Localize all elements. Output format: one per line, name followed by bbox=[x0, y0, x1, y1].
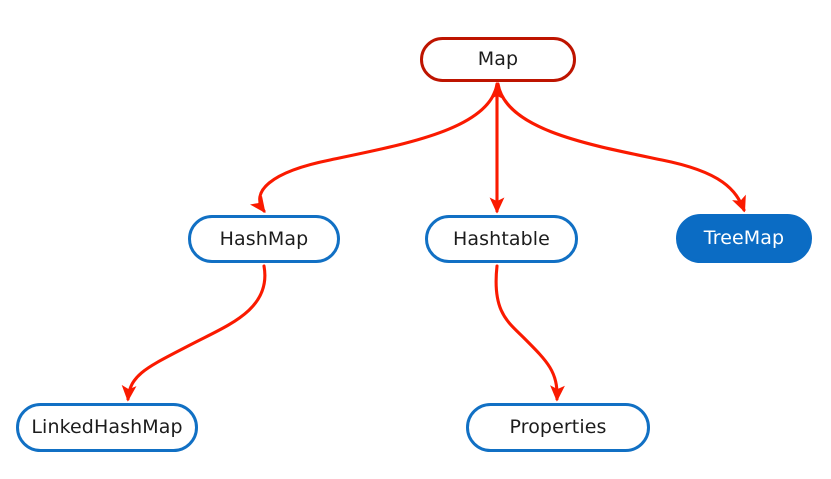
node-properties[interactable]: Properties bbox=[466, 403, 650, 452]
node-linkedhashmap[interactable]: LinkedHashMap bbox=[16, 403, 198, 452]
edge-map-hashmap bbox=[250, 82, 499, 214]
node-properties-label: Properties bbox=[509, 416, 607, 438]
node-treemap[interactable]: TreeMap bbox=[676, 214, 812, 263]
node-treemap-label: TreeMap bbox=[703, 227, 785, 249]
node-hashtable[interactable]: Hashtable bbox=[425, 215, 578, 263]
node-map[interactable]: Map bbox=[420, 37, 576, 82]
edge-hashtable-properties bbox=[494, 264, 565, 402]
node-hashtable-label: Hashtable bbox=[453, 227, 550, 250]
edge-hashmap-linkedhashmap bbox=[121, 264, 267, 402]
node-hashmap[interactable]: HashMap bbox=[188, 215, 340, 263]
node-hashmap-label: HashMap bbox=[219, 227, 309, 250]
node-linkedhashmap-label: LinkedHashMap bbox=[31, 416, 183, 438]
edge-map-treemap bbox=[496, 82, 746, 213]
node-map-label: Map bbox=[477, 48, 519, 70]
